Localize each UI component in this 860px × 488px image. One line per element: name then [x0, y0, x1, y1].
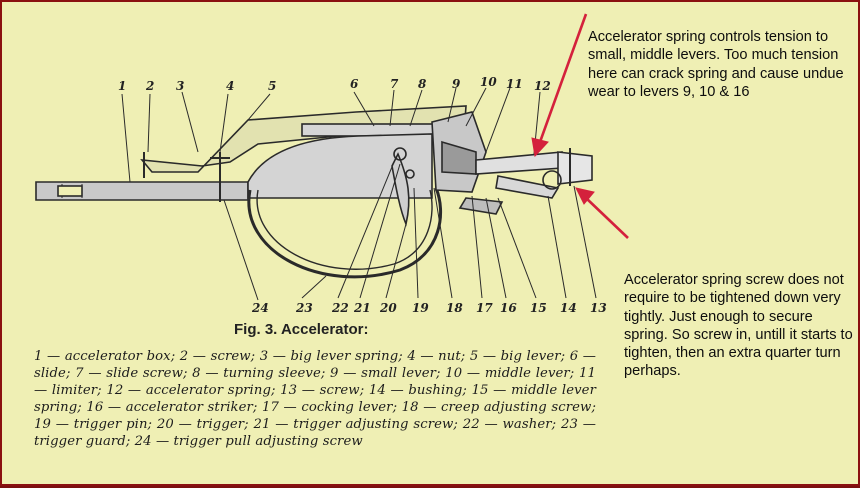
callout-13: 13	[590, 301, 607, 315]
callout-23: 23	[295, 301, 313, 315]
callout-17: 17	[476, 301, 493, 315]
callout-18: 18	[446, 301, 463, 315]
red-arrows	[531, 13, 629, 239]
mechanism-outline	[35, 105, 593, 279]
callout-20: 20	[379, 301, 397, 315]
callout-6: 6	[350, 77, 359, 91]
callout-16: 16	[500, 301, 517, 315]
callout-1: 1	[118, 79, 126, 93]
callout-11: 11	[506, 77, 523, 91]
note-screw-tightening: Accelerator spring screw does not requir…	[624, 272, 853, 380]
callout-21: 21	[353, 301, 371, 315]
callout-numbers: 1 2 3 4 5 6 7 8 9 10 11 12 24 23 22 21 2…	[118, 75, 607, 315]
callout-4: 4	[226, 79, 234, 93]
arrow-to-screw	[585, 197, 629, 239]
callout-22: 22	[331, 301, 349, 315]
callout-2: 2	[145, 79, 154, 93]
callout-9: 9	[452, 77, 461, 91]
figure-caption: Fig. 3. Accelerator:	[234, 321, 369, 338]
callout-12: 12	[534, 79, 551, 93]
callout-24: 24	[251, 301, 269, 315]
callout-3: 3	[176, 79, 184, 93]
parts-legend: 1 — accelerator box; 2 — screw; 3 — big …	[34, 349, 596, 449]
callout-5: 5	[268, 79, 276, 93]
arrow-to-spring	[538, 13, 588, 143]
note-spring-tension: Accelerator spring controls tension to s…	[588, 29, 844, 100]
leader-lines	[121, 87, 597, 301]
callout-10: 10	[480, 75, 497, 89]
callout-8: 8	[418, 77, 427, 91]
callout-15: 15	[530, 301, 547, 315]
callout-19: 19	[412, 301, 429, 315]
callout-14: 14	[560, 301, 577, 315]
callout-7: 7	[390, 77, 399, 91]
